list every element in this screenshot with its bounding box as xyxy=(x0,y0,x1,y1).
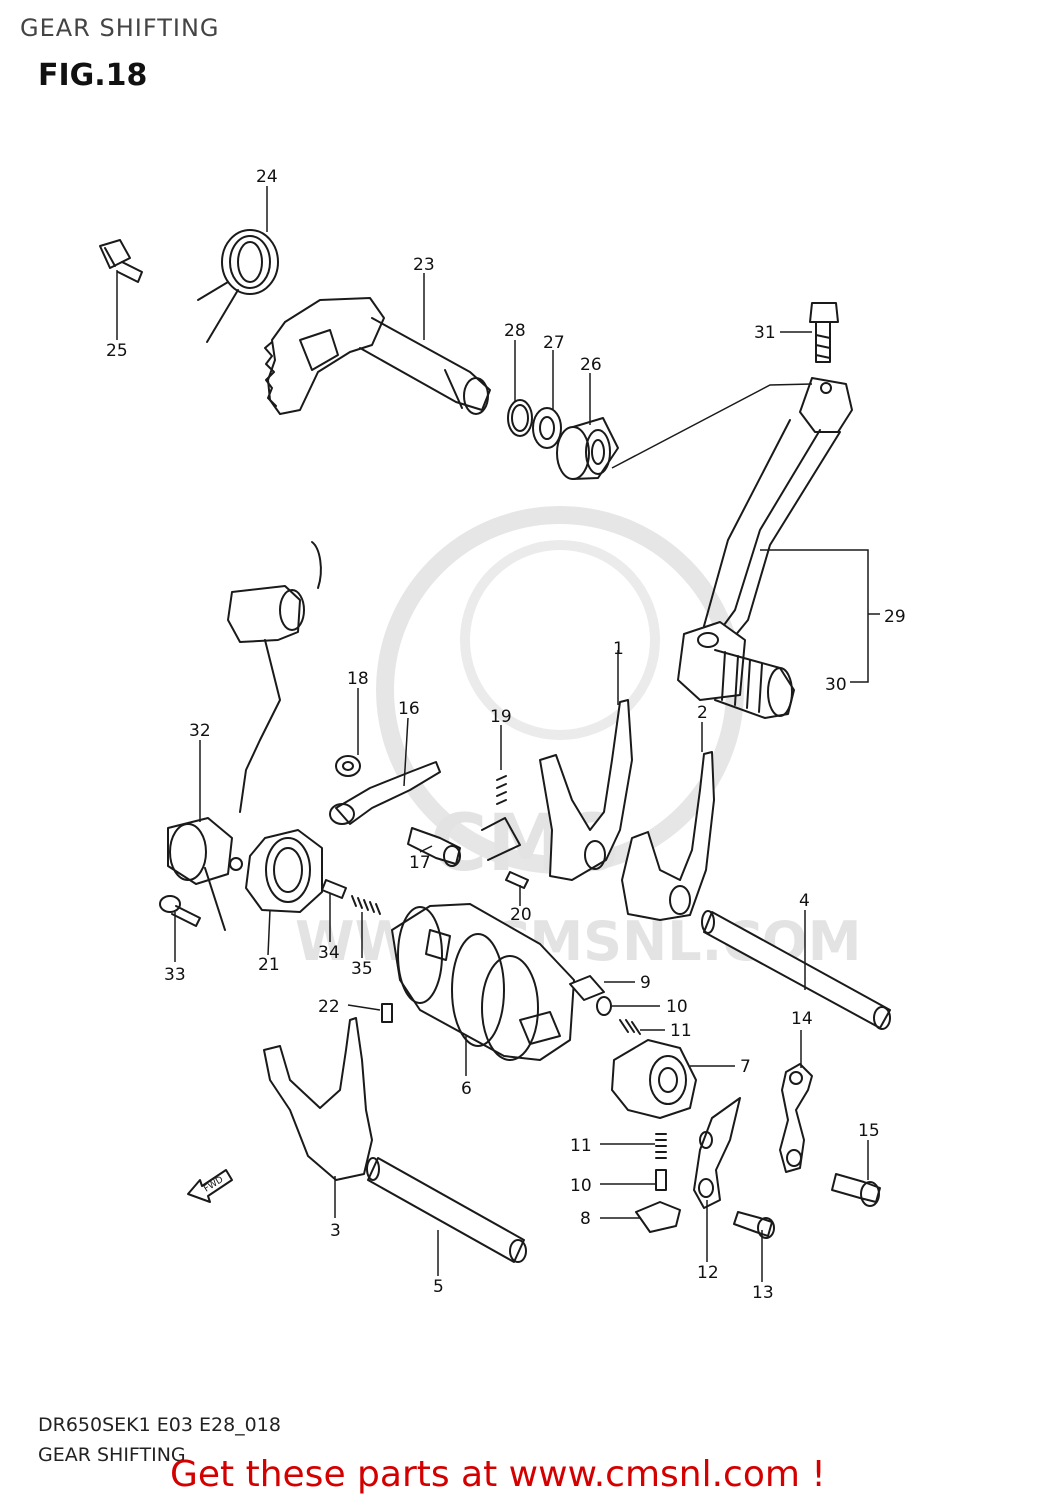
part-20-pin xyxy=(481,817,529,889)
part-18-washer xyxy=(335,755,361,777)
callout-19: 19 xyxy=(490,707,512,727)
part-11-spring-upper xyxy=(619,1019,641,1035)
part-21-cam-plate xyxy=(245,829,323,913)
part-26-oil-seal xyxy=(556,417,619,480)
watermark-logo: CMS WWW.CMSNL.COM xyxy=(295,506,861,973)
callout-31: 31 xyxy=(754,323,776,343)
part-16-stopper-arm xyxy=(329,761,441,825)
callout-15: 15 xyxy=(858,1121,880,1141)
part-10-pin-upper xyxy=(596,996,612,1016)
part-30-rubber-peg xyxy=(677,621,795,719)
callout-17: 17 xyxy=(409,853,431,873)
part-9-pawl xyxy=(569,975,605,1001)
callout-33: 33 xyxy=(164,965,186,985)
part-11-spring-lower xyxy=(655,1133,667,1159)
part-1-shift-fork xyxy=(539,699,633,881)
part-23-shift-shaft xyxy=(264,297,491,415)
part-28-circlip xyxy=(507,399,533,437)
part-29-gearshift-lever xyxy=(703,377,853,649)
callout-18: 18 xyxy=(347,669,369,689)
part-14-cam-guide xyxy=(779,1063,813,1173)
part-3-shift-fork xyxy=(263,1017,373,1181)
callout-1: 1 xyxy=(613,639,624,659)
diagram-title: GEAR SHIFTING xyxy=(20,14,220,42)
part-27-washer xyxy=(532,407,562,449)
part-17-bolt xyxy=(407,827,461,867)
callout-23: 23 xyxy=(413,255,435,275)
callout-27: 27 xyxy=(543,333,565,353)
callout-10-lower: 10 xyxy=(570,1176,592,1196)
callout-24: 24 xyxy=(256,167,278,187)
part-32-gear-position-switch xyxy=(167,541,322,931)
part-34-pin xyxy=(321,879,347,899)
callout-12: 12 xyxy=(697,1263,719,1283)
callout-29: 29 xyxy=(884,607,906,627)
callout-2: 2 xyxy=(697,703,708,723)
callout-9: 9 xyxy=(640,973,651,993)
part-8-pawl xyxy=(635,1201,681,1233)
callout-8: 8 xyxy=(580,1209,591,1229)
part-7-cam-driven-gear xyxy=(611,1039,697,1119)
callout-4: 4 xyxy=(799,891,810,911)
part-labels: 24 25 23 28 27 26 31 29 30 1 2 18 16 19 … xyxy=(106,167,906,1303)
part-33-screw xyxy=(159,895,201,927)
part-19-spring xyxy=(496,775,507,805)
callout-13: 13 xyxy=(752,1283,774,1303)
part-24-spring xyxy=(197,229,279,343)
callout-26: 26 xyxy=(580,355,602,375)
part-25-bolt xyxy=(99,239,143,283)
callout-14: 14 xyxy=(791,1009,813,1029)
callout-7: 7 xyxy=(740,1057,751,1077)
callout-16: 16 xyxy=(398,699,420,719)
part-2-shift-fork xyxy=(621,751,715,921)
callout-11-lower: 11 xyxy=(570,1136,592,1156)
figure-number: FIG.18 xyxy=(38,58,148,93)
callout-3: 3 xyxy=(330,1221,341,1241)
part-4-fork-shaft xyxy=(701,910,891,1030)
part-31-bolt xyxy=(809,302,839,363)
promo-link[interactable]: Get these parts at www.cmsnl.com ! xyxy=(170,1454,826,1495)
part-35-spring xyxy=(351,895,381,915)
part-22-dowel-pin xyxy=(381,1003,393,1023)
part-6-gearshift-cam xyxy=(391,903,575,1061)
part-12-pawl-lifter xyxy=(693,1097,741,1209)
part-5-fork-shaft xyxy=(366,1157,527,1263)
callout-30: 30 xyxy=(825,675,847,695)
callout-6: 6 xyxy=(461,1079,472,1099)
callout-35: 35 xyxy=(351,959,373,979)
diagram-code: DR650SEK1 E03 E28_018 xyxy=(38,1414,281,1436)
fwd-direction-arrow xyxy=(187,1169,233,1203)
callout-32: 32 xyxy=(189,721,211,741)
diagram-caption: GEAR SHIFTING xyxy=(38,1444,186,1466)
part-13-screw xyxy=(733,1211,775,1239)
part-10-pin-lower xyxy=(655,1169,667,1191)
leader-lines xyxy=(116,186,880,1282)
callout-20: 20 xyxy=(510,905,532,925)
callout-21: 21 xyxy=(258,955,280,975)
part-15-screw xyxy=(831,1173,881,1207)
callout-22: 22 xyxy=(318,997,340,1017)
callout-5: 5 xyxy=(433,1277,444,1297)
callout-28: 28 xyxy=(504,321,526,341)
callout-11-upper: 11 xyxy=(670,1021,692,1041)
callout-10-upper: 10 xyxy=(666,997,688,1017)
callout-34: 34 xyxy=(318,943,340,963)
callout-25: 25 xyxy=(106,341,128,361)
